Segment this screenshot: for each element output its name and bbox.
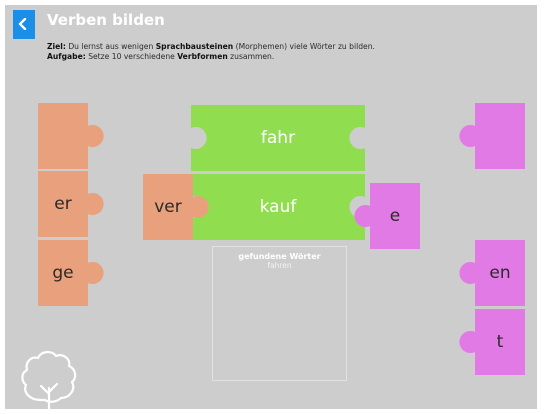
piece-shape <box>38 103 104 169</box>
found-words-box: gefundene Wörter fahren <box>212 246 347 381</box>
game-stage: Verben bilden Ziel: Du lernst aus wenige… <box>5 5 537 409</box>
goal-line: Ziel: Du lernst aus wenigen Sprachbauste… <box>47 42 375 51</box>
piece-label: fahr <box>260 128 296 148</box>
task-line: Aufgabe: Setze 10 verschiedene Verbforme… <box>47 52 275 61</box>
instructions: Ziel: Du lernst aus wenigen Sprachbauste… <box>47 42 375 62</box>
found-word: fahren <box>267 261 292 270</box>
piece-label: ge <box>52 263 74 283</box>
page-title: Verben bilden <box>47 11 165 29</box>
found-words-list: fahren <box>213 261 346 270</box>
piece-shape <box>459 309 525 375</box>
piece-shape <box>38 171 104 237</box>
chevron-left-icon <box>18 18 27 30</box>
piece-shape <box>143 174 209 240</box>
piece-label: t <box>496 332 504 352</box>
tree-outline-icon <box>21 351 77 409</box>
piece-shape <box>191 174 365 240</box>
piece-shape <box>459 103 525 169</box>
piece-shape <box>191 105 365 171</box>
back-button[interactable] <box>13 10 35 39</box>
piece-label: e <box>389 206 401 226</box>
piece-label: er <box>54 194 72 214</box>
piece-label: kauf <box>259 197 297 217</box>
piece-shape <box>354 183 420 249</box>
piece-label: en <box>489 263 511 283</box>
piece-shape <box>38 240 104 306</box>
piece-shape <box>459 240 525 306</box>
found-words-title: gefundene Wörter <box>238 252 321 261</box>
piece-label: ver <box>154 197 182 217</box>
